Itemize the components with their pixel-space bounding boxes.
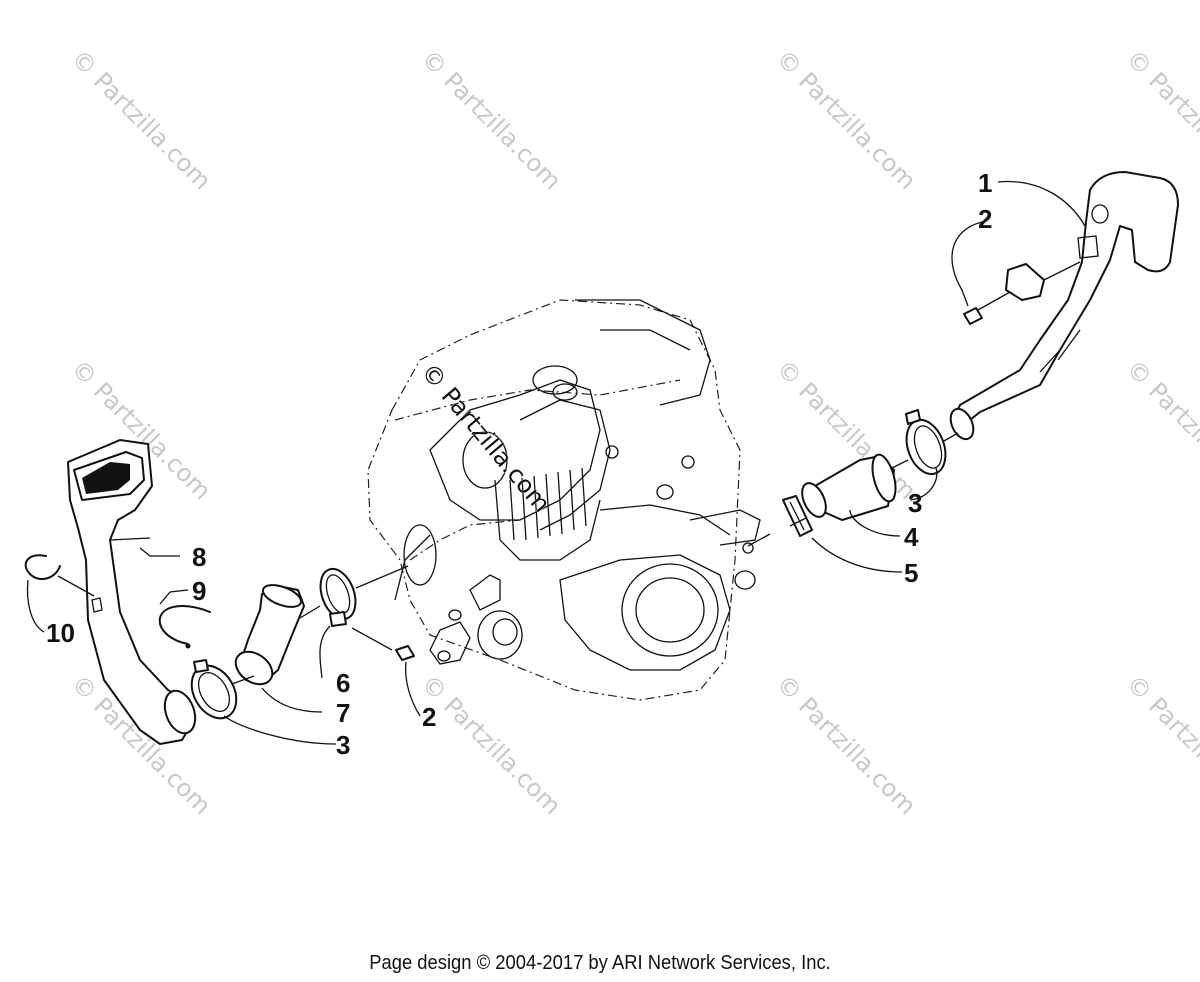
callout-3-right: 3 [908, 488, 922, 518]
callout-labels: 1 2 3 4 5 8 9 10 6 7 3 2 [46, 168, 992, 760]
part-3-clamp-left [190, 659, 238, 720]
watermark-large: © Partzilla.com [415, 358, 555, 518]
callout-10: 10 [46, 618, 75, 648]
leader-lines [26, 180, 1086, 745]
watermark: © Partzilla.com [1121, 354, 1200, 505]
part-9-ring-clip [158, 605, 211, 645]
watermark: © Partzilla.com [1121, 669, 1200, 820]
callout-2-right: 2 [978, 204, 992, 234]
callout-3-left: 3 [336, 730, 350, 760]
callout-4: 4 [904, 522, 919, 552]
part-1-intake-duct [949, 171, 1179, 441]
footer-copyright: Page design © 2004-2017 by ARI Network S… [369, 952, 831, 974]
watermark: © Partzilla.com [416, 44, 567, 195]
callout-2-left: 2 [422, 702, 436, 732]
part-2-bracket-screw-right [963, 261, 1081, 325]
part-7-boot-left [234, 584, 305, 686]
part-4-boot [801, 453, 897, 521]
callout-6: 6 [336, 668, 350, 698]
part-6-clamp-left [319, 567, 357, 627]
callout-5: 5 [904, 558, 918, 588]
alignment-lines [231, 432, 959, 685]
watermark: © Partzilla.com [66, 44, 217, 195]
callout-1: 1 [978, 168, 992, 198]
watermark: © Partzilla.com [771, 669, 922, 820]
callout-7: 7 [336, 698, 350, 728]
part-8-intake-snorkel [67, 439, 197, 745]
part-2-screw-left [395, 645, 415, 661]
watermark: © Partzilla.com [771, 44, 922, 195]
watermark: © Partzilla.com [416, 669, 567, 820]
part-10-spring-clip [24, 554, 61, 581]
part-3-clamp-right [905, 409, 947, 476]
engine-assembly [367, 299, 761, 701]
callout-9: 9 [192, 576, 206, 606]
callout-8: 8 [192, 542, 206, 572]
